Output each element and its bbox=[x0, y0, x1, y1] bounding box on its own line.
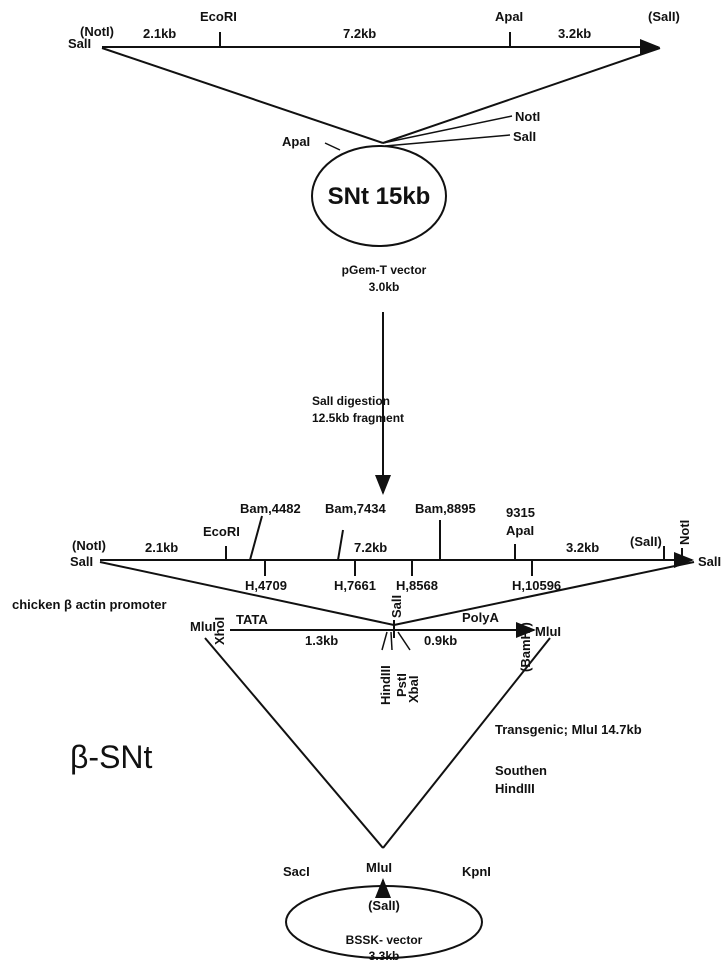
construct-xbai: XbaI bbox=[406, 676, 421, 703]
construct-title: β-SNt bbox=[70, 739, 153, 775]
plasmid1-vector: pGem-T vector bbox=[342, 263, 427, 277]
construct-hindiii: HindIII bbox=[378, 665, 393, 705]
construct-mlui-right: MluI bbox=[535, 624, 561, 639]
plasmid2-sali: (SalI) bbox=[368, 898, 400, 913]
map2-seg2: 7.2kb bbox=[354, 540, 387, 555]
insert-line-right bbox=[382, 47, 661, 144]
map2-seg3: 3.2kb bbox=[566, 540, 599, 555]
map2-h1: H,4709 bbox=[245, 578, 287, 593]
plasmid1-noti: NotI bbox=[515, 109, 540, 124]
map2-h4: H,10596 bbox=[512, 578, 561, 593]
hindiii-pointer bbox=[381, 631, 388, 651]
construct-tata: TATA bbox=[236, 612, 268, 627]
map1-seg1: 2.1kb bbox=[143, 26, 176, 41]
bssk-plasmid: SacI MluI KpnI (SalI) BSSK- vector 3.3kb bbox=[283, 860, 491, 963]
map1-seg3: 3.2kb bbox=[558, 26, 591, 41]
construct-mlui-left: MluI bbox=[190, 619, 216, 634]
digestion-step: SalI digestion 12.5kb fragment bbox=[312, 312, 404, 495]
sali-pointer bbox=[384, 134, 511, 147]
step-line1: SalI digestion bbox=[312, 394, 390, 408]
map1-left-paren: (NotI) bbox=[80, 24, 114, 39]
map2-bam3: Bam,8895 bbox=[415, 501, 476, 516]
apai-pointer bbox=[324, 142, 341, 151]
map1-apai: ApaI bbox=[495, 9, 523, 24]
fragment-insert-left bbox=[99, 561, 395, 626]
note-southern: Southen bbox=[495, 763, 547, 778]
map1-seg2: 7.2kb bbox=[343, 26, 376, 41]
construct-xhoi: XhoI bbox=[212, 617, 227, 645]
map2-h3: H,8568 bbox=[396, 578, 438, 593]
construct-psti: PstI bbox=[394, 673, 409, 697]
plasmid2-mlui: MluI bbox=[366, 860, 392, 875]
plasmid1-vector-size: 3.0kb bbox=[369, 280, 400, 294]
plasmid2-kpni: KpnI bbox=[462, 864, 491, 879]
bam4482-tick bbox=[249, 515, 263, 561]
plasmid2-size: 3.3kb bbox=[369, 949, 400, 963]
step-line2: 12.5kb fragment bbox=[312, 411, 404, 425]
snt-plasmid-circle bbox=[311, 145, 447, 247]
expression-construct: chicken β actin promoter MluI XhoI TATA … bbox=[12, 595, 561, 849]
notes: Transgenic; MluI 14.7kb Southen HindIII bbox=[495, 722, 642, 796]
xbai-pointer bbox=[397, 631, 411, 651]
fragment-insert-right bbox=[393, 561, 695, 626]
note-hindiii: HindIII bbox=[495, 781, 535, 796]
construct-v-left bbox=[204, 637, 384, 849]
bam7434-tick bbox=[337, 529, 344, 561]
map2-bam1: Bam,4482 bbox=[240, 501, 301, 516]
map2-h2: H,7661 bbox=[334, 578, 376, 593]
plasmid1-apai: ApaI bbox=[282, 134, 310, 149]
top-restriction-map: SalI (NotI) 2.1kb EcoRI 7.2kb ApaI 3.2kb… bbox=[68, 9, 680, 144]
map2-right-end: SalI bbox=[698, 554, 721, 569]
map1-left-end: SalI bbox=[68, 36, 91, 51]
construct-polya: PolyA bbox=[462, 610, 499, 625]
map2-left-end: SalI bbox=[70, 554, 93, 569]
map2-seg1: 2.1kb bbox=[145, 540, 178, 555]
fragment-restriction-map: (NotI) SalI 2.1kb EcoRI Bam,4482 Bam,743… bbox=[70, 501, 721, 626]
plasmid1-sali: SalI bbox=[513, 129, 536, 144]
plasmid1-name: SNt 15kb bbox=[328, 183, 431, 210]
map2-bam2: Bam,7434 bbox=[325, 501, 386, 516]
psti-pointer bbox=[390, 631, 393, 651]
map2-right-sali: (SalI) bbox=[630, 534, 662, 549]
plasmid2-saci: SacI bbox=[283, 864, 310, 879]
bssk-plasmid-circle bbox=[285, 885, 483, 959]
construct-seg-left: 1.3kb bbox=[305, 633, 338, 648]
map2-right-noti: NotI bbox=[677, 520, 692, 545]
map2-apai: ApaI bbox=[506, 523, 534, 538]
insert-line-left bbox=[101, 47, 384, 144]
construct-seg-right: 0.9kb bbox=[424, 633, 457, 648]
noti-pointer bbox=[382, 115, 513, 144]
plasmid2-name: BSSK- vector bbox=[346, 933, 423, 947]
map2-left-paren: (NotI) bbox=[72, 538, 106, 553]
map1-ecori: EcoRI bbox=[200, 9, 237, 24]
map2-apai-pos: 9315 bbox=[506, 505, 535, 520]
note-transgenic: Transgenic; MluI 14.7kb bbox=[495, 722, 642, 737]
construct-v-right bbox=[382, 637, 551, 849]
map1-right-paren: (SalI) bbox=[648, 9, 680, 24]
construct-sali: SalI bbox=[389, 595, 404, 618]
construct-promoter: chicken β actin promoter bbox=[12, 597, 167, 612]
map2-ecori: EcoRI bbox=[203, 524, 240, 539]
snt-plasmid: ApaI NotI SalI SNt 15kb pGem-T vector 3.… bbox=[282, 109, 540, 294]
